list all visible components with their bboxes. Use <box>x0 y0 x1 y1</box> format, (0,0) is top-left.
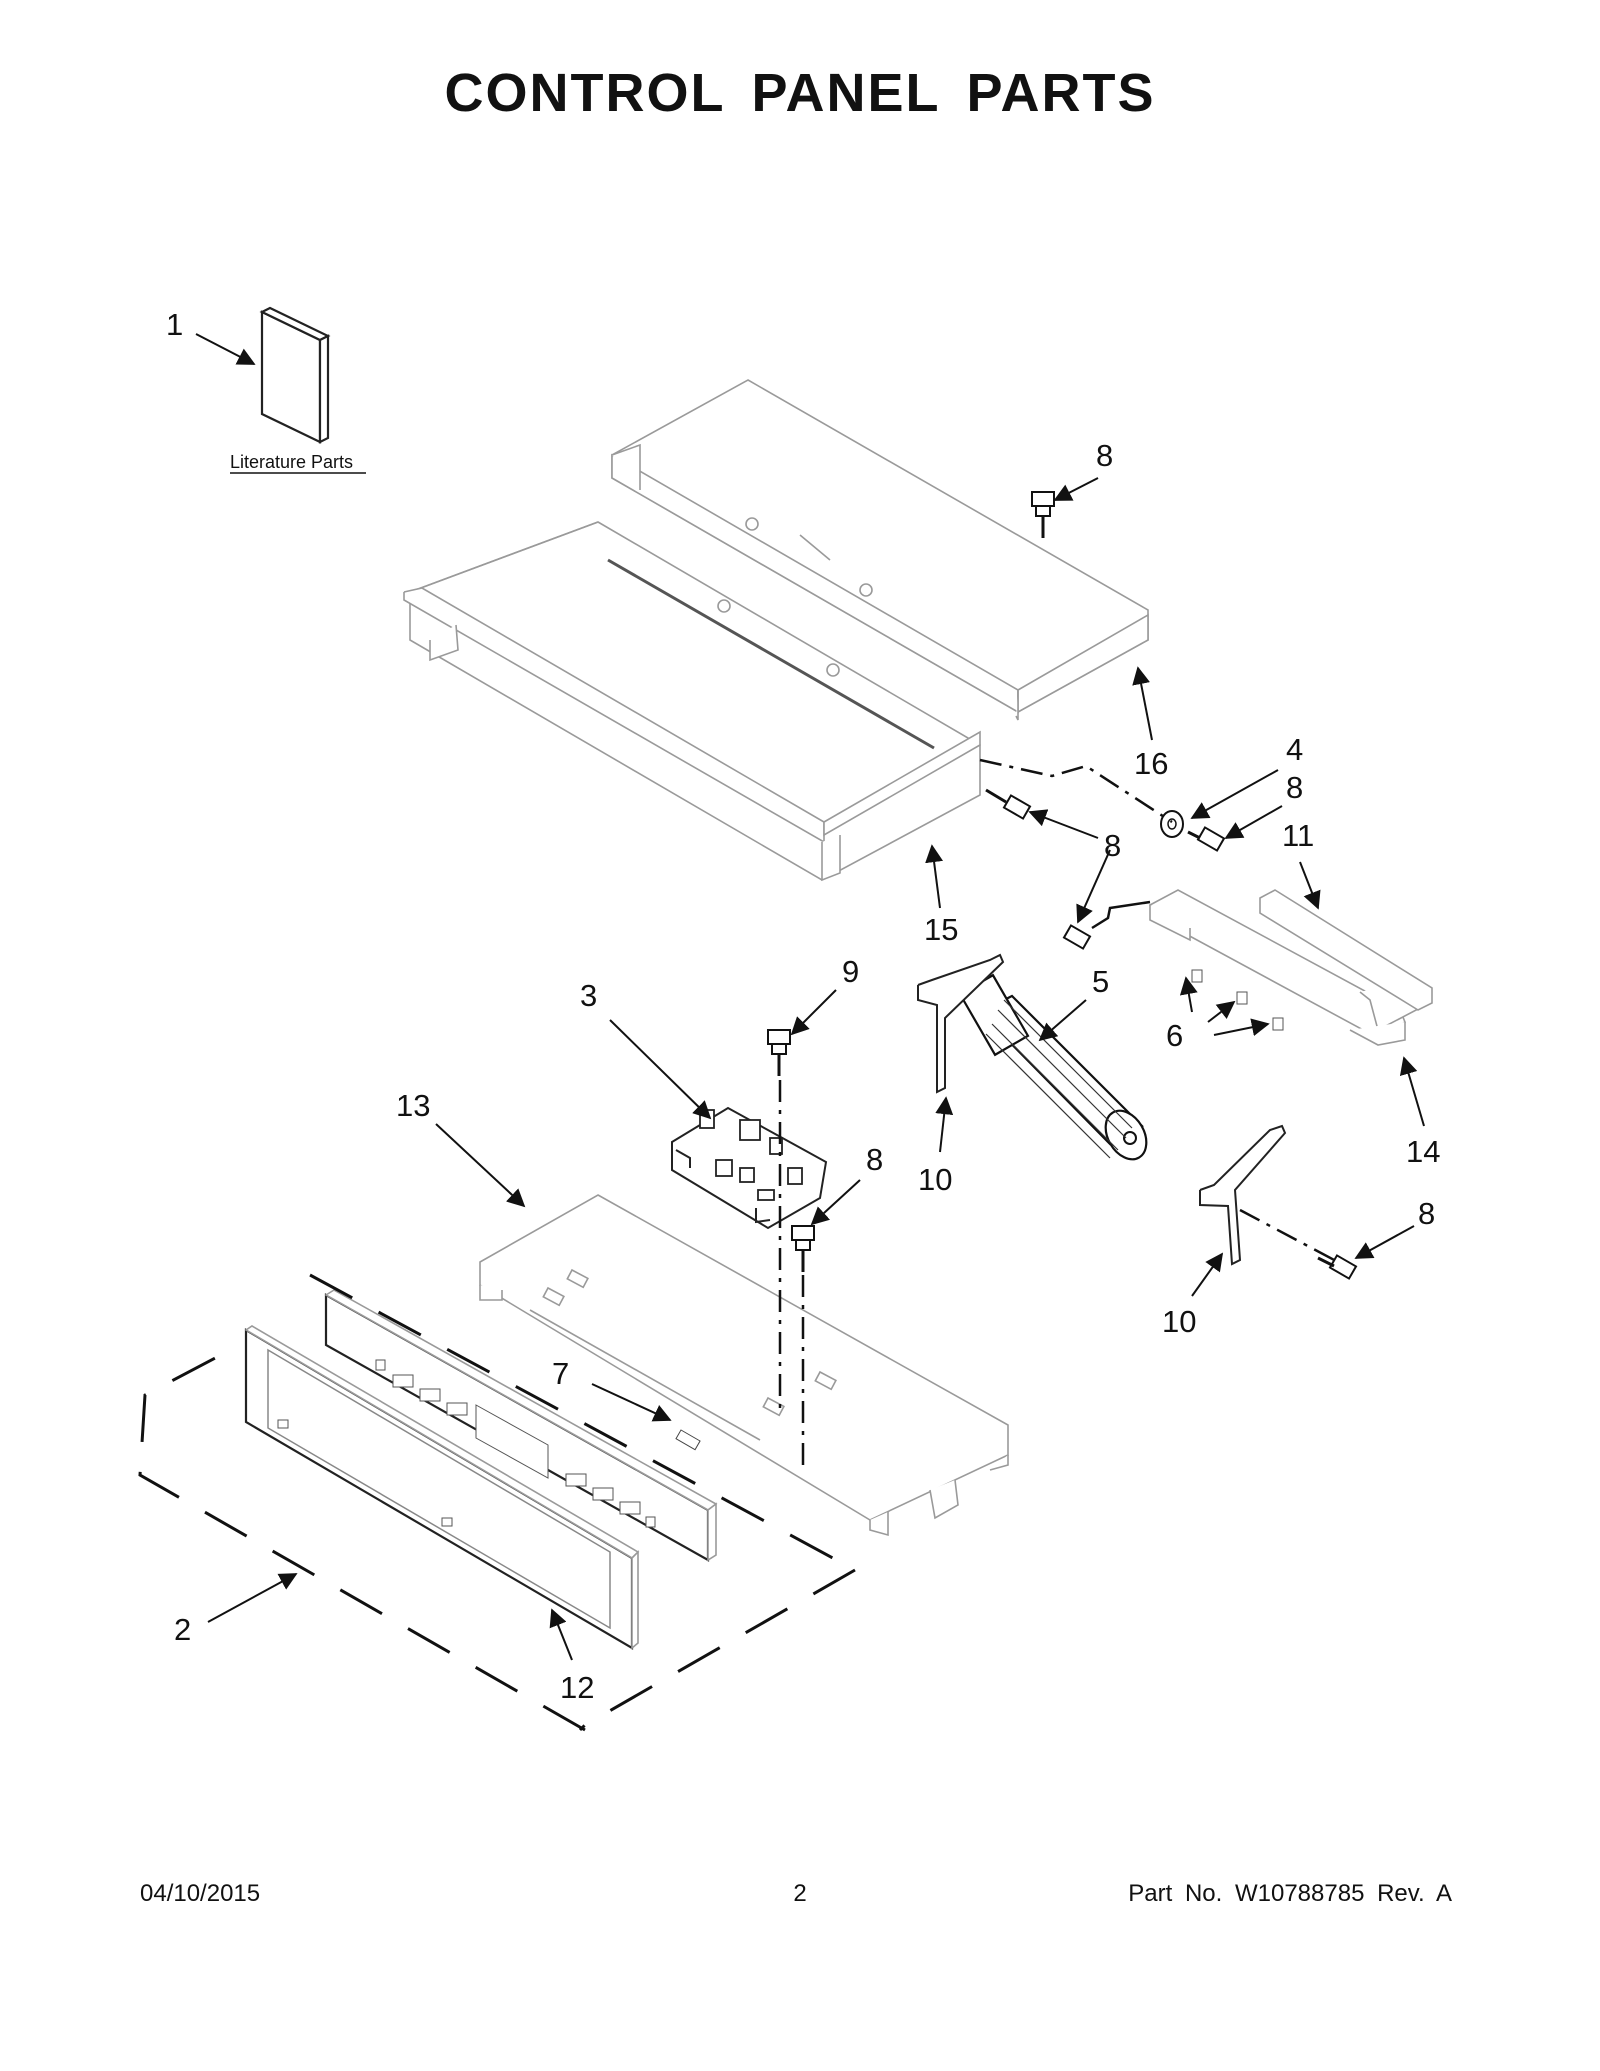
leader-8-bracket <box>1076 849 1111 924</box>
leader-6-c <box>1213 1018 1270 1037</box>
callout-5: 5 <box>1092 964 1109 999</box>
screw-8-board <box>791 1225 815 1272</box>
screw-8-bracket-right <box>1317 1254 1358 1280</box>
leader-8-board <box>810 1179 861 1226</box>
washer-4 <box>1160 810 1184 838</box>
leader-10-left <box>935 1096 954 1153</box>
leader-6-a <box>1179 976 1198 1013</box>
screw-8-top <box>1031 491 1055 538</box>
screw-8-bracket <box>1062 900 1151 950</box>
literature-parts-label: Literature Parts <box>230 452 353 472</box>
lower-panel-15 <box>403 521 981 882</box>
control-housing-13 <box>479 1194 1009 1537</box>
callout-3: 3 <box>580 978 597 1013</box>
leader-11 <box>1299 861 1321 910</box>
assembly-centerlines <box>778 758 1339 1470</box>
control-panel-frame-12 <box>324 1289 718 1562</box>
callout-16: 16 <box>1134 746 1168 781</box>
callout-9: 9 <box>842 954 859 989</box>
leader-8-bracket-right <box>1354 1225 1415 1259</box>
leader-4 <box>1190 769 1279 819</box>
leader-10-right <box>1191 1252 1224 1297</box>
callout-13: 13 <box>396 1088 430 1123</box>
leader-15 <box>925 844 943 909</box>
literature-booklet <box>195 306 331 444</box>
leader-5 <box>1038 999 1087 1042</box>
leader-9 <box>790 989 837 1036</box>
bracket-10-left <box>917 953 1005 1094</box>
callout-4: 4 <box>1286 732 1303 767</box>
upper-panel-16 <box>611 379 1149 721</box>
leader-8-washer <box>1224 805 1283 839</box>
leader-13 <box>435 1123 526 1208</box>
footer-page-number: 2 <box>793 1880 807 1907</box>
assembly-outline-2 <box>138 1273 856 1732</box>
footer-date: 04/10/2015 <box>140 1880 261 1907</box>
callout-11: 11 <box>1282 818 1314 853</box>
bracket-10-right <box>1199 1124 1287 1266</box>
leader-8-panel15 <box>1028 809 1099 839</box>
leader-3 <box>609 1019 712 1120</box>
leader-8-top <box>1053 477 1099 501</box>
leader-7 <box>591 1383 672 1422</box>
clip-6-c <box>1272 1017 1284 1031</box>
callout-8-top: 8 <box>1096 438 1113 473</box>
callout-12: 12 <box>560 1670 594 1705</box>
callout-14: 14 <box>1406 1134 1440 1169</box>
callout-8-washer: 8 <box>1286 770 1303 805</box>
callout-6: 6 <box>1166 1018 1183 1053</box>
insulation-strip-11 <box>1259 889 1433 1011</box>
page-title: CONTROL PANEL PARTS <box>444 63 1156 123</box>
leader-2 <box>207 1573 298 1623</box>
leader-14 <box>1399 1056 1425 1127</box>
control-glass-12 <box>244 1325 640 1650</box>
control-board-3 <box>671 1106 828 1230</box>
footer-part-number: Part No. W10788785 Rev. A <box>1128 1880 1452 1907</box>
callout-8-bracket: 8 <box>1104 828 1121 863</box>
callout-1: 1 <box>166 307 183 342</box>
leader-12 <box>549 1608 573 1661</box>
callout-8-board: 8 <box>866 1142 883 1177</box>
leader-16 <box>1132 666 1153 741</box>
switch-7 <box>675 1429 701 1451</box>
blower-fan-5 <box>958 973 1148 1161</box>
clip-6-b <box>1236 991 1248 1005</box>
clip-6-a <box>1191 969 1203 983</box>
callout-2: 2 <box>174 1612 191 1647</box>
screw-8-washer <box>1187 826 1226 852</box>
callout-8-bracket-right: 8 <box>1418 1196 1435 1231</box>
screw-8-panel15 <box>985 788 1032 820</box>
callout-7: 7 <box>552 1356 569 1391</box>
callout-10-left: 10 <box>918 1162 952 1197</box>
callout-15: 15 <box>924 912 958 947</box>
callout-10-right: 10 <box>1162 1304 1196 1339</box>
screw-9-board <box>767 1029 791 1076</box>
leader-6-b <box>1207 1000 1236 1023</box>
